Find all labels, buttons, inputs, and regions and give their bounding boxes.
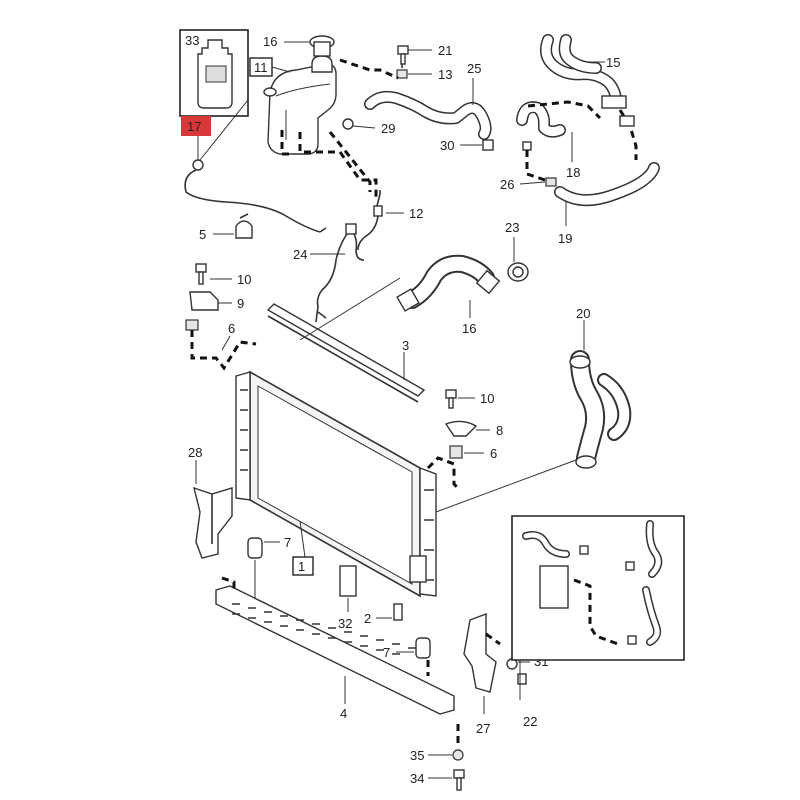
upper-hose-16	[396, 254, 501, 312]
bolt-21	[397, 45, 409, 65]
callout-7-right: 7	[383, 645, 390, 660]
bracket-8	[444, 420, 478, 437]
callout-26: 26	[500, 177, 514, 192]
callout-28: 28	[188, 445, 202, 460]
callout-15: 15	[606, 55, 620, 70]
callout-16-top: 16	[263, 34, 277, 49]
callout-27: 27	[476, 721, 490, 736]
clamp-23	[507, 262, 529, 282]
callout-32: 32	[338, 616, 352, 631]
callout-8: 8	[496, 423, 503, 438]
callout-21: 21	[438, 43, 452, 58]
rubber-mount-7-left	[247, 537, 263, 559]
bolt-10-left	[195, 263, 207, 285]
wiring-harness-24	[315, 190, 383, 323]
callout-6-right: 6	[490, 446, 497, 461]
expansion-tank	[263, 35, 337, 155]
callout-20: 20	[576, 306, 590, 321]
callout-29: 29	[381, 121, 395, 136]
callout-23: 23	[505, 220, 519, 235]
bracket-9	[189, 291, 219, 311]
callout-11: 11	[254, 60, 268, 75]
callout-25: 25	[467, 61, 481, 76]
radiator	[235, 370, 437, 598]
air-deflector-4	[215, 585, 455, 715]
callout-9: 9	[237, 296, 244, 311]
callout-16-hose: 16	[462, 321, 476, 336]
bracket-28	[193, 486, 233, 559]
callout-13: 13	[438, 67, 452, 82]
level-sensor-wire	[184, 99, 327, 233]
drain-plug-2	[393, 603, 403, 621]
lower-hose-20	[569, 350, 632, 469]
callout-18: 18	[566, 165, 580, 180]
callout-35: 35	[410, 748, 424, 763]
bolt-10-right	[445, 389, 457, 409]
callout-3: 3	[402, 338, 409, 353]
callout-10-right: 10	[480, 391, 494, 406]
coolant-bottle-box	[179, 29, 249, 117]
callout-22: 22	[523, 714, 537, 729]
callout-1: 1	[298, 559, 305, 574]
callout-10-left: 10	[237, 272, 251, 287]
callout-12: 12	[409, 206, 423, 221]
bracket-27	[463, 612, 497, 693]
callout-33: 33	[185, 33, 199, 48]
callout-24: 24	[293, 247, 307, 262]
callout-30: 30	[440, 138, 454, 153]
callout-19: 19	[558, 231, 572, 246]
callout-6-left: 6	[228, 321, 235, 336]
bracket-32	[339, 565, 357, 597]
hose-15	[540, 34, 622, 108]
clip-5	[235, 213, 253, 239]
callout-7-left: 7	[284, 535, 291, 550]
callout-34: 34	[410, 771, 424, 786]
hose-25	[364, 90, 492, 140]
callout-4: 4	[340, 706, 347, 721]
callout-5: 5	[199, 227, 206, 242]
hose-19	[554, 162, 660, 207]
bolt-34	[453, 769, 465, 791]
rubber-mount-7-right	[415, 637, 431, 659]
seal-strip-3	[266, 303, 426, 403]
callout-17: 17	[187, 119, 201, 134]
highlight-box-17	[181, 116, 211, 136]
nut-13	[396, 69, 408, 79]
callout-2: 2	[364, 611, 371, 626]
inset-detail-box	[511, 515, 685, 661]
